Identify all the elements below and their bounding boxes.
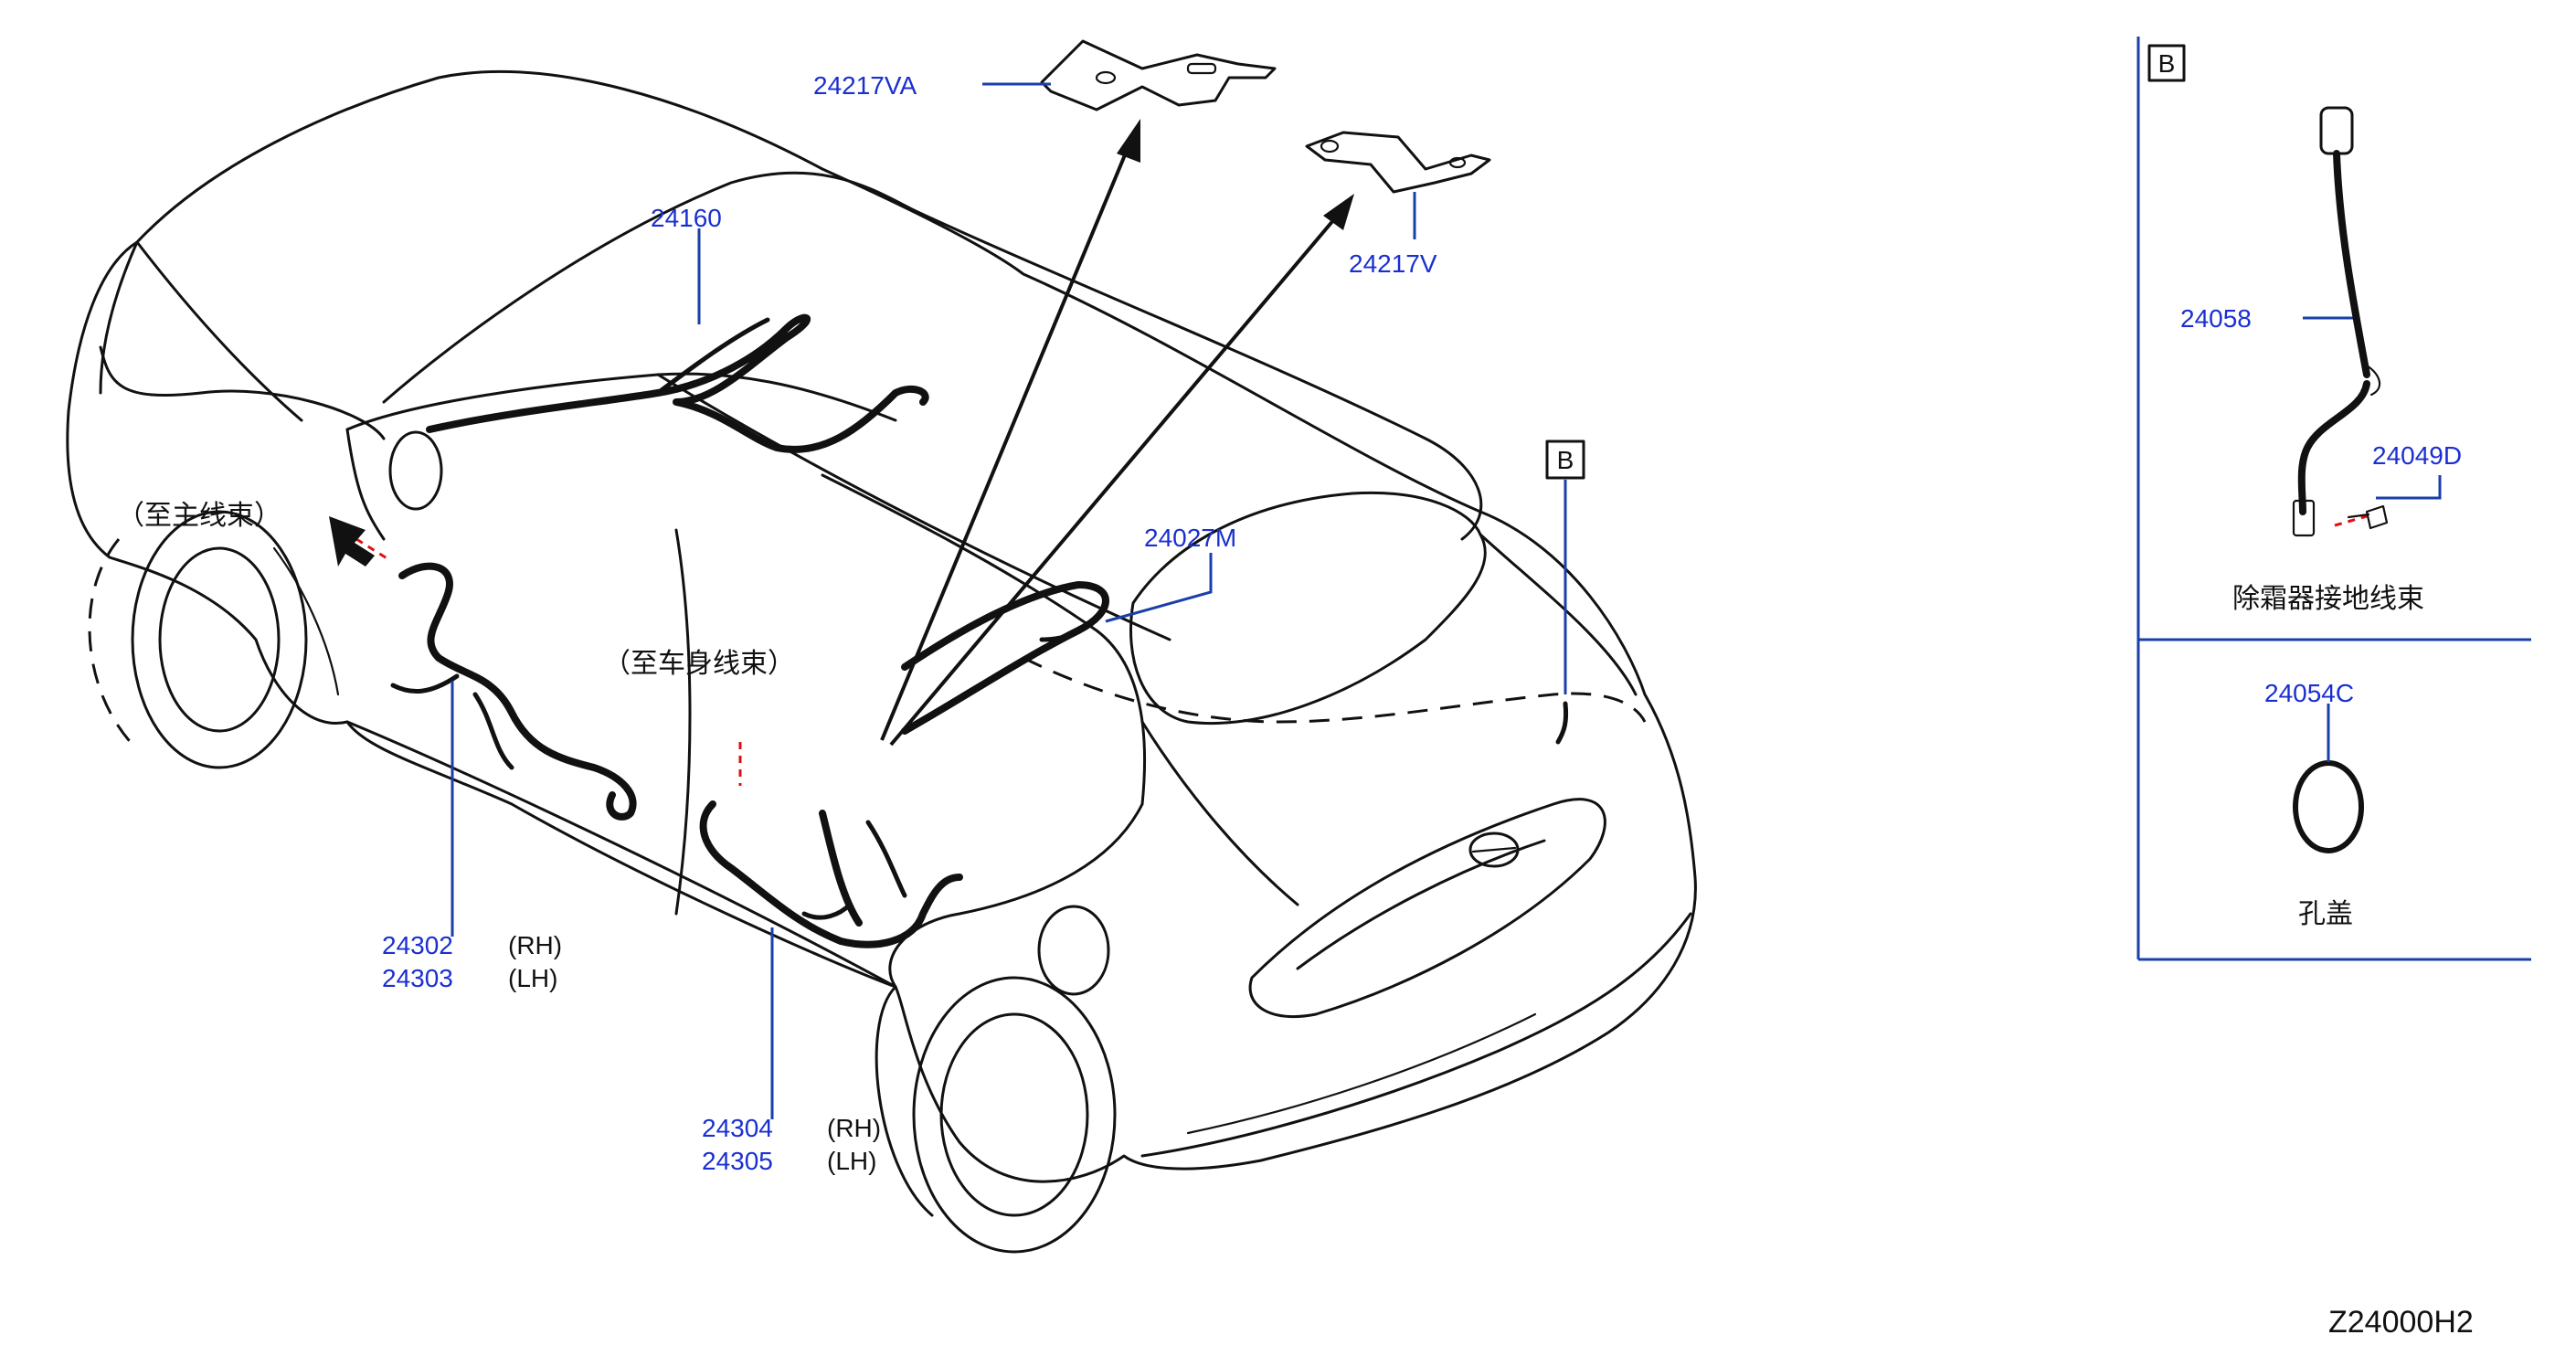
- connector-indicators: [355, 514, 2368, 786]
- part-24054C: 24054C: [2264, 679, 2354, 707]
- part-24217V: 24217V: [1349, 249, 1437, 278]
- front-door-harness-24302: [390, 562, 637, 821]
- side-rh-24304: (RH): [827, 1114, 881, 1142]
- defroster-ground-harness: [2292, 106, 2381, 537]
- part-24027M: 24027M: [1144, 524, 1236, 552]
- hatch-harness-24027M: [901, 581, 1109, 735]
- part-24049D: 24049D: [2372, 441, 2462, 470]
- bracket-24217V: [1305, 131, 1491, 194]
- note-defroster-ground: 除霜器接地线束: [2232, 583, 2424, 615]
- inset-callout-label: B: [2158, 49, 2176, 78]
- to-main-arrow: [329, 516, 375, 567]
- part-24058: 24058: [2180, 304, 2252, 333]
- note-to-body: （至车身线束）: [603, 648, 795, 680]
- part-24302: 24302: [382, 931, 453, 959]
- bracket-arrows: [880, 119, 1354, 747]
- diagram-code: Z24000H2: [2328, 1305, 2474, 1340]
- part-24160: 24160: [651, 204, 722, 232]
- note-to-main: （至主线束）: [117, 500, 281, 532]
- rear-door-harness-24304: [699, 800, 963, 948]
- car-body: [66, 70, 1697, 1254]
- side-lh-24305: (LH): [827, 1147, 876, 1175]
- part-24304: 24304: [702, 1114, 773, 1142]
- inset-panel-b: B: [2136, 37, 2531, 961]
- leader-lines: [451, 82, 2442, 1119]
- roof-harness-24160: [426, 313, 929, 453]
- bracket-24217VA: [1040, 39, 1277, 111]
- part-24217VA: 24217VA: [813, 71, 917, 100]
- callout-b-car: B: [1545, 440, 1585, 745]
- note-hole-cover: 孔盖: [2298, 898, 2353, 930]
- note-labels: （至主线束） （至车身线束） 除霜器接地线束 孔盖: [117, 500, 2424, 930]
- part-24303: 24303: [382, 964, 453, 992]
- bolt-24049D: [2347, 504, 2389, 530]
- hole-cover-24054C: [2293, 704, 2364, 853]
- part-24305: 24305: [702, 1147, 773, 1175]
- callout-b-label: B: [1557, 446, 1574, 474]
- side-rh-24302: (RH): [508, 931, 562, 959]
- part-labels: 24217VA 24217V 24160 24027M 24302 24303 …: [382, 71, 2462, 1175]
- side-lh-24303: (LH): [508, 964, 557, 992]
